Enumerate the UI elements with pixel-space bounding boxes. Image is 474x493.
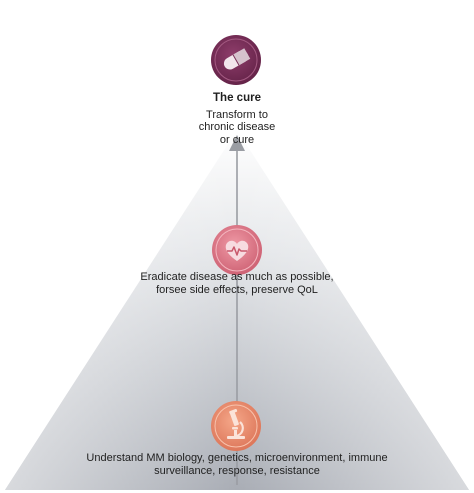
cure-line-3: or cure	[219, 133, 255, 146]
cure-text: The cure Transform to chronic disease or…	[0, 92, 474, 146]
eradicate-line-1: Eradicate disease as much as possible,	[140, 271, 334, 283]
eradicate-node	[211, 224, 263, 276]
pill-icon	[211, 35, 261, 85]
microscope-icon	[211, 401, 261, 451]
cure-title: The cure	[213, 92, 261, 104]
eradicate-line-2: forsee side effects, preserve QoL	[156, 283, 318, 296]
understand-line-2: surveillance, response, resistance	[154, 464, 320, 477]
heart-pulse-icon	[212, 225, 262, 275]
cure-line-1: Transform to	[206, 108, 268, 121]
understand-node	[210, 400, 262, 452]
cure-node	[210, 34, 262, 86]
cure-line-2: chronic disease	[198, 121, 276, 133]
understand-text: Understand MM biology, genetics, microen…	[0, 452, 474, 477]
understand-line-1: Understand MM biology, genetics, microen…	[86, 452, 388, 464]
eradicate-text: Eradicate disease as much as possible, f…	[0, 271, 474, 296]
